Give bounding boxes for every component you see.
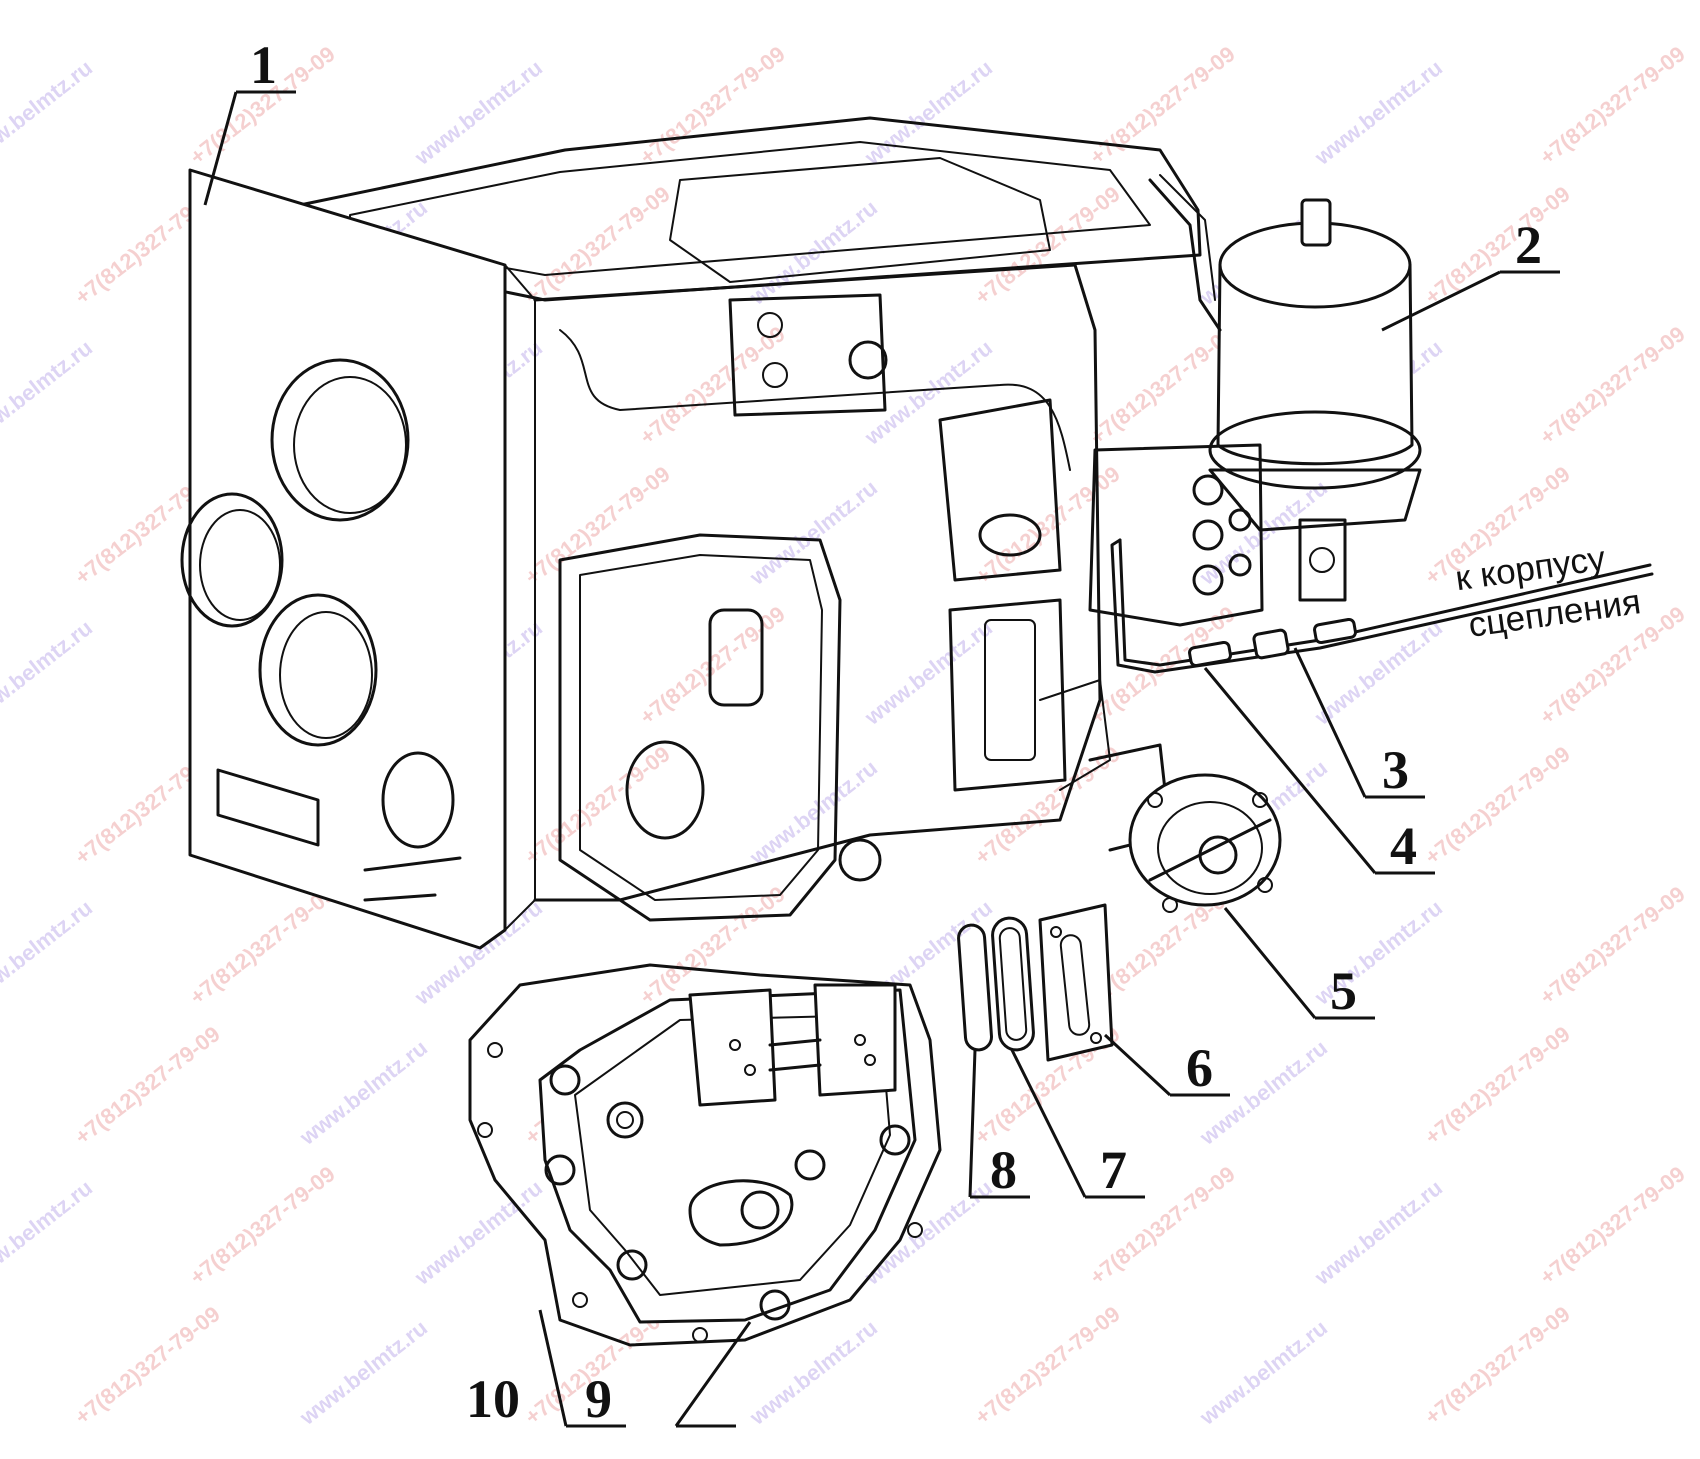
leader-lines <box>203 90 1560 1428</box>
callout-7: 7 <box>1100 1140 1127 1200</box>
callout-10: 10 <box>466 1369 520 1429</box>
cap-assembly-part-5 <box>1088 743 1282 913</box>
callout-1: 1 <box>250 35 277 95</box>
cover-gasket-parts-9-10 <box>468 963 942 1347</box>
callout-9: 9 <box>585 1369 612 1429</box>
callout-3: 3 <box>1382 740 1409 800</box>
callout-8: 8 <box>990 1140 1017 1200</box>
callout-6: 6 <box>1186 1038 1213 1098</box>
callout-5: 5 <box>1330 961 1357 1021</box>
oil-filter-part-2 <box>1088 174 1422 627</box>
plate-seals-parts-6-8 <box>957 903 1114 1062</box>
pipeline-parts-3-4 <box>1110 538 1654 674</box>
housing-part-1 <box>180 116 1202 950</box>
callout-4: 4 <box>1390 816 1417 876</box>
callout-2: 2 <box>1515 215 1542 275</box>
